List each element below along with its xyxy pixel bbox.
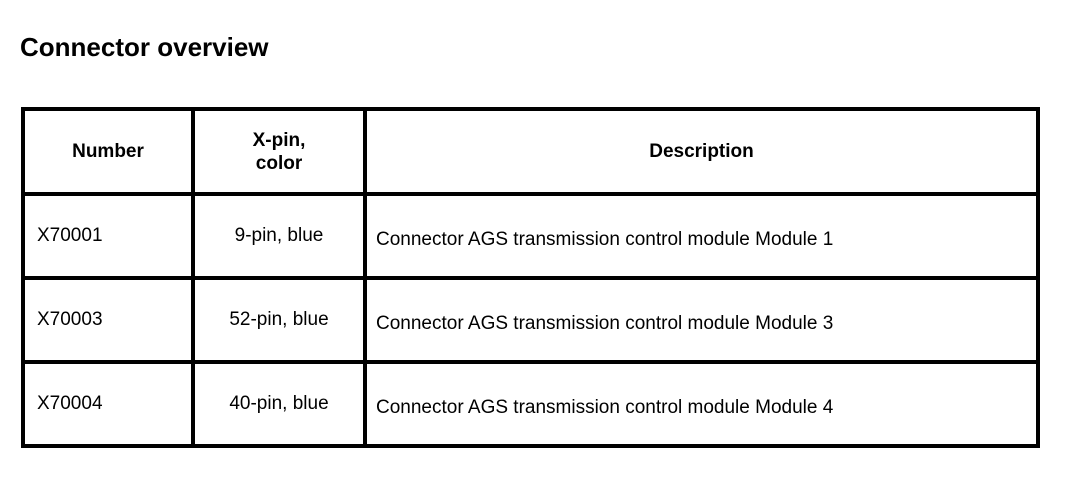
cell-description: Connector AGS transmission control modul…	[363, 360, 1040, 448]
cell-description: Connector AGS transmission control modul…	[363, 276, 1040, 364]
connector-overview-table-wrapper: Number X-pin, color Description X70001	[21, 107, 1040, 448]
column-header-xpin-color: X-pin, color	[191, 107, 367, 196]
cell-xpin-color-value: 40-pin, blue	[229, 393, 329, 414]
cell-xpin-color: 9-pin, blue	[191, 192, 367, 280]
table-row: X70004 40-pin, blue Connector AGS transm…	[21, 360, 1040, 448]
cell-description-value: Connector AGS transmission control modul…	[376, 397, 834, 418]
cell-number-value: X70004	[37, 393, 103, 414]
cell-xpin-color-value: 9-pin, blue	[234, 225, 324, 246]
column-header-xpin-line2: color	[255, 152, 303, 174]
cell-description-value: Connector AGS transmission control modul…	[376, 313, 834, 334]
cell-description-value: Connector AGS transmission control modul…	[376, 229, 834, 250]
cell-number: X70001	[21, 192, 195, 280]
cell-description: Connector AGS transmission control modul…	[363, 192, 1040, 280]
column-header-description-label: Description	[649, 141, 754, 162]
cell-number-value: X70003	[37, 309, 103, 330]
table-header-row: Number X-pin, color Description	[21, 107, 1040, 196]
cell-number-value: X70001	[37, 225, 103, 246]
connector-overview-table: Number X-pin, color Description X70001	[21, 107, 1040, 448]
page-title: Connector overview	[20, 32, 269, 62]
cell-xpin-color-value: 52-pin, blue	[229, 309, 329, 330]
column-header-description: Description	[363, 107, 1040, 196]
column-header-xpin-line1: X-pin,	[252, 129, 306, 151]
cell-number: X70003	[21, 276, 195, 364]
cell-number: X70004	[21, 360, 195, 448]
column-header-number: Number	[21, 107, 195, 196]
table-row: X70003 52-pin, blue Connector AGS transm…	[21, 276, 1040, 364]
cell-xpin-color: 40-pin, blue	[191, 360, 367, 448]
column-header-number-label: Number	[72, 141, 144, 162]
cell-xpin-color: 52-pin, blue	[191, 276, 367, 364]
table-row: X70001 9-pin, blue Connector AGS transmi…	[21, 192, 1040, 280]
